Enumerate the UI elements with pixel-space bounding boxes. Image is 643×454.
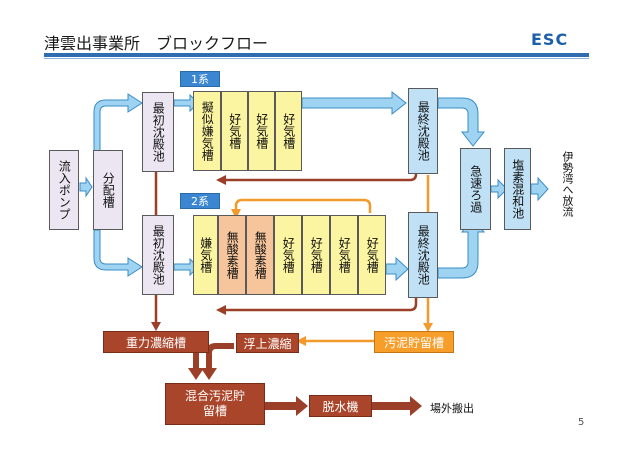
return-sludge-line-1 xyxy=(226,162,418,182)
inflow-pump: 流入ポンプ xyxy=(49,150,79,230)
rapid-filtration: 急速ろ過 xyxy=(460,148,491,230)
return-arrowhead-2 xyxy=(216,305,226,315)
discharge-label: 伊勢湾へ放流 xyxy=(561,151,574,217)
gravity-thickener: 重力濃縮槽 xyxy=(103,331,209,353)
arrow-line1-final1 xyxy=(301,90,407,116)
page-title: 津雲出事業所 ブロックフロー xyxy=(44,34,269,53)
mixed-to-dewatering xyxy=(265,396,308,416)
internal-recirculation xyxy=(234,198,372,213)
offsite-transport-label: 場外搬出 xyxy=(430,402,474,415)
arrow-pump-distribution xyxy=(79,176,93,198)
line2-tank-5-label: 好気槽 xyxy=(309,237,324,273)
rapid-filtration-label: 急速ろ過 xyxy=(468,165,483,213)
arrow-to-primary-2 xyxy=(93,229,143,277)
flotation-arrowhead xyxy=(296,336,306,346)
sludge-storage: 汚泥貯留槽 xyxy=(374,331,454,353)
line1-tank-3-label: 好気槽 xyxy=(254,113,269,149)
gravity-to-mixed xyxy=(188,350,204,380)
dewatering-to-offsite xyxy=(372,396,422,416)
arrow-line2-final2 xyxy=(385,256,409,282)
company-logo: ESC xyxy=(531,30,569,49)
line2-tank-2: 無酸素槽 xyxy=(218,215,246,295)
final-settling-1-label: 最終沈殿池 xyxy=(416,101,431,161)
final-settling-2: 最終沈殿池 xyxy=(408,212,438,298)
line2-tank-6-label: 好気槽 xyxy=(337,237,352,273)
line1-tank-4: 好気槽 xyxy=(275,91,302,171)
primary-settling-2-label: 最初沈殿池 xyxy=(151,225,166,285)
chlorine-mixing: 塩素混和池 xyxy=(504,148,531,230)
recirc-arrowhead xyxy=(231,209,241,219)
title-rule-thin xyxy=(44,58,589,59)
arrow-filter-chlorine xyxy=(490,178,508,200)
primary2-arrowhead xyxy=(151,322,161,331)
page-number: 5 xyxy=(578,417,585,428)
final-settling-2-label: 最終沈殿池 xyxy=(416,225,431,285)
inflow-pump-label: 流入ポンプ xyxy=(57,160,72,220)
distribution-tank: 分配槽 xyxy=(93,150,123,230)
line1-tank-4-label: 好気槽 xyxy=(281,113,296,149)
return-sludge-line-2 xyxy=(226,296,418,312)
flotation-thickener: 浮上濃縮 xyxy=(236,333,299,353)
series-2-tag: 2系 xyxy=(180,193,220,209)
line2-tank-3: 無酸素槽 xyxy=(246,215,274,295)
mixed-sludge-storage: 混合汚泥貯留槽 xyxy=(165,383,265,425)
mixed-sludge-storage-label: 混合汚泥貯留槽 xyxy=(184,389,245,418)
line2-tank-4: 好気槽 xyxy=(274,215,302,295)
primary-settling-2: 最初沈殿池 xyxy=(142,215,174,295)
line1-tank-1: 擬似嫌気槽 xyxy=(193,91,221,171)
primary-settling-1: 最初沈殿池 xyxy=(142,92,174,172)
line1-tank-2-label: 好気槽 xyxy=(227,113,242,149)
final-settling-1: 最終沈殿池 xyxy=(408,88,438,174)
line2-tank-5: 好気槽 xyxy=(302,215,330,295)
line2-tank-3-label: 無酸素槽 xyxy=(253,231,268,279)
chlorine-mixing-label: 塩素混和池 xyxy=(510,159,525,219)
line2-tank-1-label: 嫌気槽 xyxy=(198,237,213,273)
series-1-tag: 1系 xyxy=(180,71,220,87)
line2-tank-7: 好気槽 xyxy=(358,215,386,295)
arrow-discharge xyxy=(530,176,549,202)
line2-tank-1: 嫌気槽 xyxy=(193,215,218,295)
title-rule xyxy=(44,53,589,57)
return-arrowhead-1 xyxy=(216,175,226,185)
arrow-final1-filter xyxy=(437,97,486,147)
line2-tank-6: 好気槽 xyxy=(330,215,358,295)
flotation-to-mixed xyxy=(201,343,234,380)
line1-tank-2: 好気槽 xyxy=(221,91,248,171)
line2-tank-4-label: 好気槽 xyxy=(281,237,296,273)
line1-tank-3: 好気槽 xyxy=(248,91,275,171)
distribution-tank-label: 分配槽 xyxy=(101,172,116,208)
line1-tank-1-label: 擬似嫌気槽 xyxy=(200,101,215,161)
excess-arrowhead xyxy=(423,323,433,332)
primary-settling-1-label: 最初沈殿池 xyxy=(151,102,166,162)
dewatering-machine: 脱水機 xyxy=(309,395,372,417)
line2-tank-7-label: 好気槽 xyxy=(365,237,380,273)
line2-tank-2-label: 無酸素槽 xyxy=(225,231,240,279)
